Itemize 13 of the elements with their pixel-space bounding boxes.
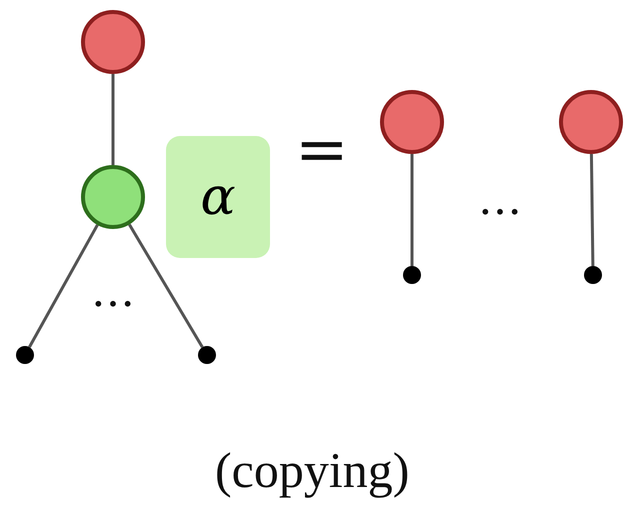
ellipsis: …: [91, 270, 135, 314]
dot-node: [198, 346, 216, 364]
equals-sign: =: [295, 118, 349, 182]
connector-line: [112, 74, 114, 165]
connector-line: [128, 224, 204, 348]
ellipsis: …: [478, 178, 522, 222]
connector-line: [590, 154, 594, 266]
dot-node: [584, 266, 602, 284]
connector-line: [410, 154, 414, 266]
dot-node: [16, 346, 34, 364]
dot-node: [403, 266, 421, 284]
label-box: α: [166, 136, 270, 258]
connector-line: [28, 224, 99, 348]
